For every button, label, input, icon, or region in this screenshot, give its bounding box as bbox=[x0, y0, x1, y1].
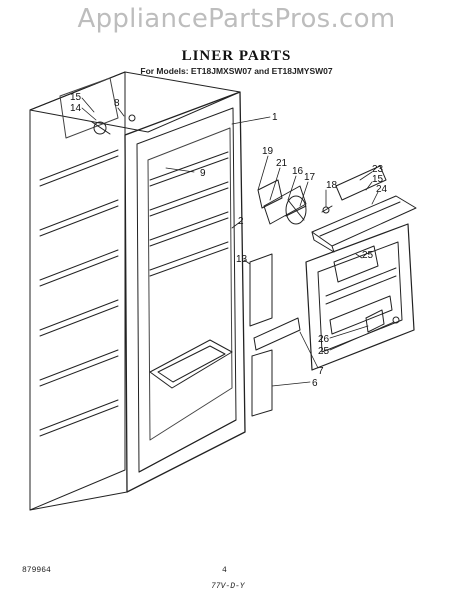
page-number: 4 bbox=[222, 566, 227, 575]
callout-9: 9 bbox=[200, 168, 206, 179]
revision-code: 77V-D-Y bbox=[211, 582, 245, 591]
callout-19: 19 bbox=[262, 146, 274, 157]
leader-lines bbox=[81, 97, 395, 387]
callout-7: 7 bbox=[318, 366, 324, 377]
callout-8: 8 bbox=[114, 98, 120, 109]
callout-6: 6 bbox=[312, 378, 318, 389]
callout-23: 23 bbox=[372, 164, 384, 175]
callout-labels: 15 14 8 1 9 2 19 21 16 17 18 23 15 24 25… bbox=[70, 92, 388, 389]
liner-cabinet bbox=[29, 71, 246, 511]
callout-16: 16 bbox=[292, 166, 304, 177]
fan-motor-assembly bbox=[257, 179, 333, 225]
watermark: AppliancePartsPros.com bbox=[77, 4, 396, 34]
callout-2: 2 bbox=[238, 216, 244, 227]
callout-25a: 25 bbox=[362, 250, 374, 261]
callout-26: 26 bbox=[318, 334, 330, 345]
callout-18: 18 bbox=[326, 180, 338, 191]
callout-1: 1 bbox=[272, 112, 278, 123]
callout-17: 17 bbox=[304, 172, 316, 183]
callout-21: 21 bbox=[276, 158, 288, 169]
callout-15b: 15 bbox=[372, 174, 384, 185]
callout-14: 14 bbox=[70, 103, 82, 114]
page-title: LINER PARTS bbox=[181, 48, 292, 64]
callout-24: 24 bbox=[376, 184, 388, 195]
callout-15a: 15 bbox=[70, 92, 82, 103]
evaporator-cover bbox=[311, 165, 417, 253]
callout-25b: 25 bbox=[318, 346, 330, 357]
callout-13: 13 bbox=[236, 254, 248, 265]
air-duct-parts bbox=[249, 253, 301, 417]
model-subtitle: For Models: ET18JMXSW07 and ET18JMYSW07 bbox=[140, 66, 333, 76]
rear-panel bbox=[305, 223, 415, 371]
diagram-code: 879964 bbox=[22, 566, 51, 575]
